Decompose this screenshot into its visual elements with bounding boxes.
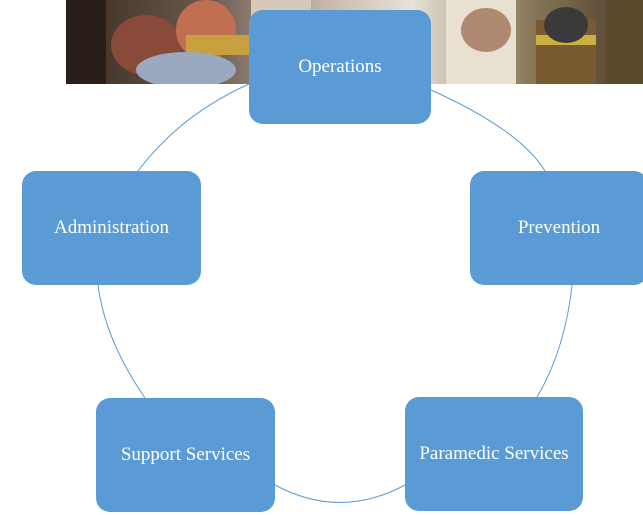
node-support-services[interactable]: Support Services bbox=[96, 398, 275, 512]
node-prevention[interactable]: Prevention bbox=[470, 171, 643, 285]
node-operations[interactable]: Operations bbox=[249, 10, 431, 124]
connector-administration-operations bbox=[137, 83, 250, 172]
connector-paramedic-support bbox=[274, 484, 406, 503]
connector-operations-prevention bbox=[430, 89, 546, 172]
node-administration[interactable]: Administration bbox=[22, 171, 201, 285]
node-label: Support Services bbox=[120, 444, 251, 465]
node-paramedic-services[interactable]: Paramedic Services bbox=[405, 397, 583, 511]
node-label: Operations bbox=[298, 56, 382, 77]
node-label: Paramedic Services bbox=[419, 443, 569, 464]
node-label: Administration bbox=[53, 217, 170, 238]
connector-support-administration bbox=[97, 284, 146, 399]
node-label: Prevention bbox=[517, 217, 601, 238]
connector-prevention-paramedic bbox=[536, 284, 573, 398]
